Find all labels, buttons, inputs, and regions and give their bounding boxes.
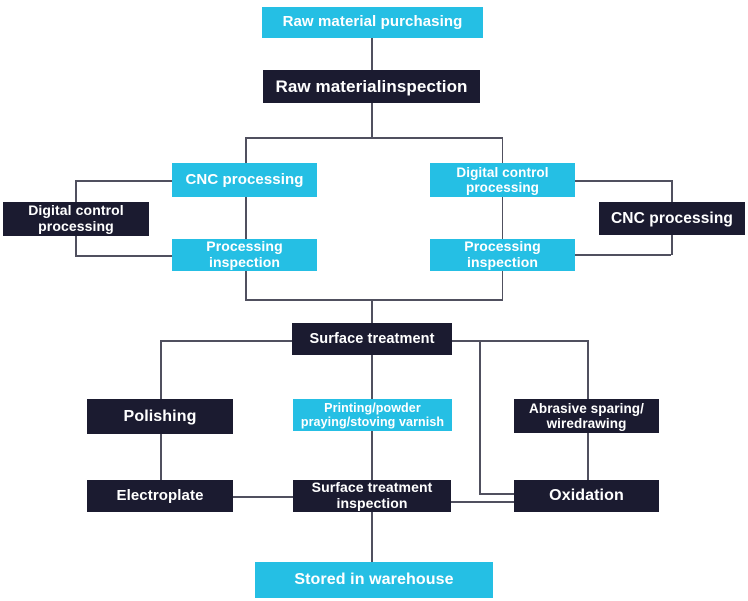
edge-printing-to-sti: [371, 431, 373, 480]
node-stored-in-warehouse: Stored in warehouse: [255, 562, 493, 598]
edge-surface-treatment-right-arm: [452, 340, 588, 342]
edge-polishing-to-electroplate: [160, 434, 162, 480]
edge-electroplate-to-sti: [233, 496, 293, 498]
node-raw-material-inspection: Raw materialinspection: [263, 70, 480, 103]
edge-inspection-to-splitbar: [371, 103, 373, 137]
edge-surface-treatment-left-arm: [160, 340, 292, 342]
node-surface-treatment-inspection: Surface treatment inspection: [293, 479, 451, 512]
edge-splitbar-to-dcp-right: [501, 137, 503, 164]
node-digital-control-processing-right: Digital control processing: [430, 163, 575, 197]
edge-right-arm-to-oxidation-elbow: [479, 493, 514, 495]
edge-cnc-right-to-pi-right-bottom: [575, 254, 671, 256]
edge-right-arm-to-abrasive: [587, 340, 589, 399]
edge-cnc-left-to-pi-left: [245, 197, 247, 239]
edge-sti-to-stored: [371, 512, 373, 562]
edge-abrasive-to-oxidation: [587, 433, 589, 480]
edge-split-bar: [245, 137, 503, 139]
node-polishing: Polishing: [87, 399, 233, 434]
edge-dcp-right-to-cnc-right-top: [575, 180, 671, 182]
edge-right-arm-to-oxidation-vertical: [479, 340, 481, 494]
node-raw-material-purchasing: Raw material purchasing: [262, 7, 483, 38]
node-digital-control-processing-left: Digital control processing: [3, 202, 149, 236]
edge-sti-to-oxidation: [451, 501, 514, 503]
node-oxidation: Oxidation: [514, 480, 659, 512]
edge-pi-left-to-mergebar: [245, 271, 247, 299]
node-processing-inspection-right: Processing inspection: [430, 238, 575, 271]
edge-dcp-right-to-pi-right: [501, 197, 503, 239]
edge-dcp-left-to-pi-left-bottom: [75, 255, 172, 257]
node-cnc-processing-left: CNC processing: [172, 163, 317, 197]
node-processing-inspection-left: Processing inspection: [172, 238, 317, 271]
node-cnc-processing-right: CNC processing: [599, 202, 745, 235]
node-electroplate: Electroplate: [87, 480, 233, 512]
edge-cnc-left-to-dcp-left-top: [75, 180, 172, 182]
edge-mergebar-to-surface-treatment: [371, 299, 373, 323]
node-printing-powder-spraying-stoving-varnish: Printing/powder praying/stoving varnish: [293, 399, 452, 431]
edge-merge-bar: [245, 299, 503, 301]
edge-left-arm-to-polishing: [160, 340, 162, 399]
edge-splitbar-to-cnc-left: [245, 137, 247, 164]
node-abrasive-sparing-wiredrawing: Abrasive sparing/ wiredrawing: [514, 399, 659, 433]
edge-surface-treatment-to-printing: [371, 355, 373, 399]
edge-pi-right-to-mergebar: [501, 271, 503, 299]
node-surface-treatment: Surface treatment: [292, 323, 452, 355]
edge-purchasing-to-inspection: [371, 38, 373, 70]
